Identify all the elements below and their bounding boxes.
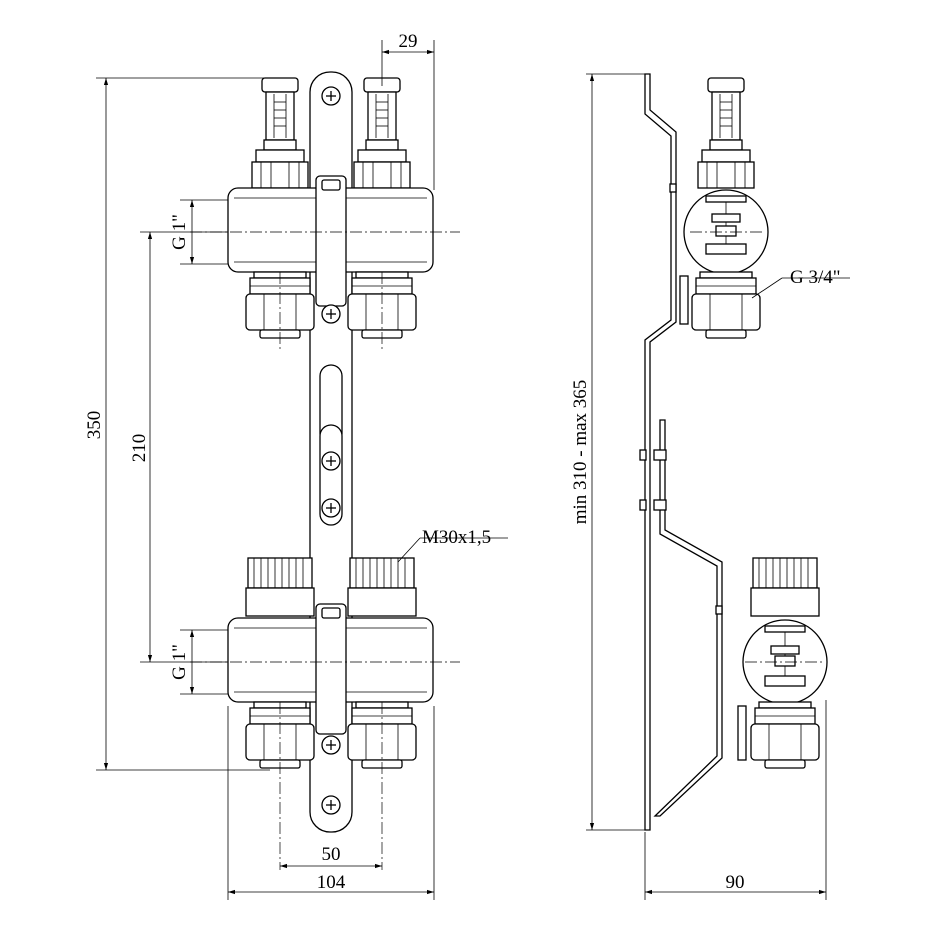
side-outlet-bottom bbox=[750, 701, 820, 769]
dimension-label-104: 104 bbox=[317, 872, 346, 893]
screw-4 bbox=[321, 498, 341, 518]
side-outlet-top bbox=[691, 271, 761, 339]
front-view bbox=[190, 71, 460, 870]
dimension-label-90: 90 bbox=[726, 872, 745, 893]
plate-bolt-2 bbox=[653, 499, 667, 511]
front-dimensions: 29 350 210 G 1" G 1" M30x1,5 50 104 bbox=[84, 31, 508, 900]
side-dimensions: min 310 - max 365 G 3/4" 90 bbox=[570, 73, 850, 900]
bracket-plate-lower bbox=[653, 419, 723, 817]
capnut-right bbox=[347, 557, 417, 617]
dimension-label-29: 29 bbox=[399, 31, 418, 52]
side-capnut bbox=[750, 557, 820, 617]
leader-m30 bbox=[397, 537, 421, 563]
screw-5 bbox=[321, 735, 341, 755]
flowmeter-left bbox=[251, 77, 309, 189]
thread-label-top: G 1" bbox=[169, 214, 190, 250]
side-view bbox=[639, 73, 828, 831]
dimension-label-height-range: min 310 - max 365 bbox=[570, 380, 591, 525]
screw-2 bbox=[321, 304, 341, 324]
screw-6 bbox=[321, 795, 341, 815]
capnut-left bbox=[245, 557, 315, 617]
thread-label-m30: M30x1,5 bbox=[422, 527, 491, 548]
leader-g34 bbox=[751, 277, 783, 299]
screw-1 bbox=[321, 86, 341, 106]
bracket-plate bbox=[644, 73, 677, 831]
flowmeter-right bbox=[353, 77, 411, 189]
bracket-bottom bbox=[315, 603, 347, 735]
bracket-top bbox=[315, 175, 347, 307]
dimension-label-210: 210 bbox=[129, 434, 150, 463]
plate-bolt-1 bbox=[653, 449, 667, 461]
dimension-label-50: 50 bbox=[322, 844, 341, 865]
thread-label-bottom: G 1" bbox=[169, 644, 190, 680]
side-flowmeter bbox=[697, 77, 755, 189]
dimension-label-350: 350 bbox=[84, 411, 105, 440]
rail-slot-lower bbox=[319, 424, 343, 526]
thread-label-g34: G 3/4" bbox=[790, 267, 841, 288]
screw-3 bbox=[321, 451, 341, 471]
